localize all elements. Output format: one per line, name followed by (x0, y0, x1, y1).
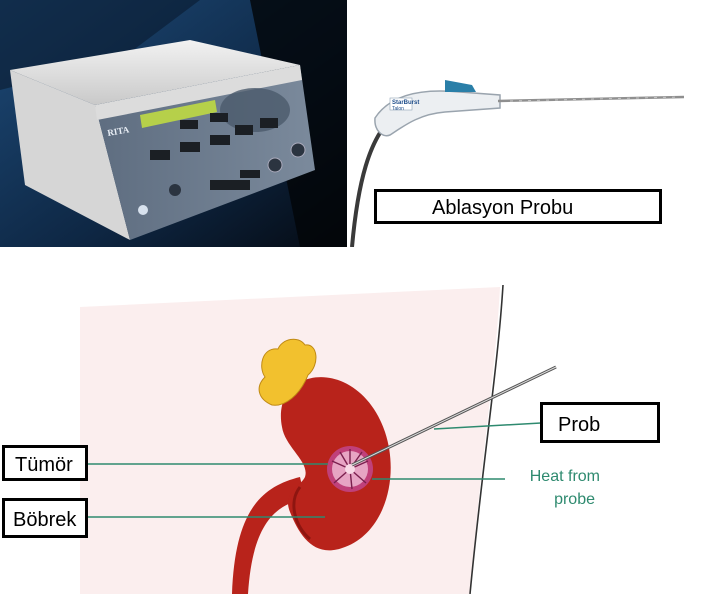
kidney-ablation-diagram (0, 247, 706, 595)
ureter (232, 477, 305, 594)
kidney-label: Böbrek (2, 498, 88, 538)
ablation-probe-label: Ablasyon Probu (374, 189, 662, 224)
device-brand-text: RITA (107, 124, 131, 138)
heat-label-line1: Heat from (529, 468, 600, 485)
tumor-label: Tümör (2, 445, 88, 481)
probe-brand-text: StarBurst (392, 100, 419, 106)
ablation-generator-image: RITA (0, 0, 347, 247)
adrenal-gland (258, 338, 317, 406)
probe-label: Prob (540, 402, 660, 443)
probe-model-text: Talon (392, 106, 404, 112)
heat-label-line2: probe (554, 491, 595, 508)
skin-outline (469, 284, 504, 595)
prob-leader-line (433, 422, 542, 430)
